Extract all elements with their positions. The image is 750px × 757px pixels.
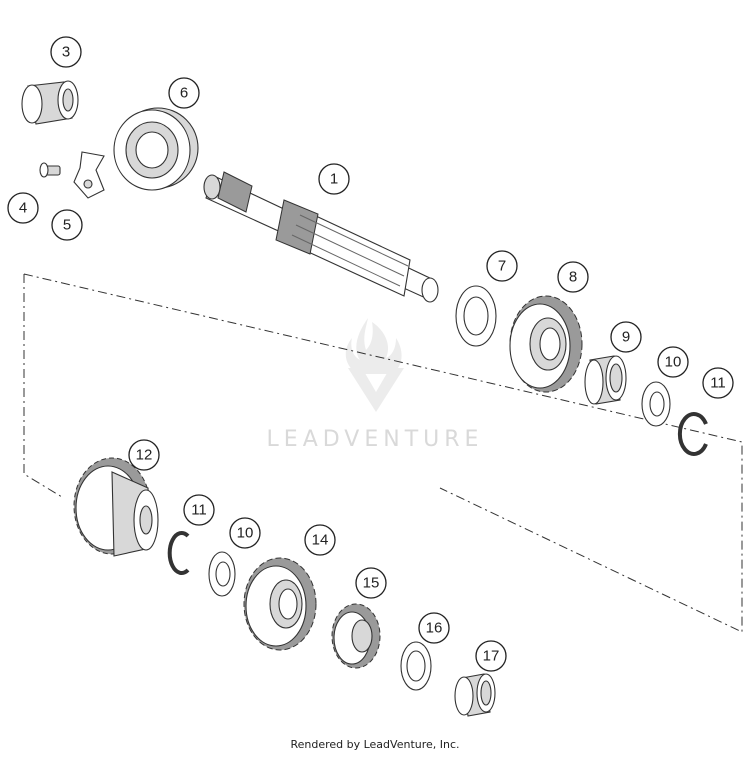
svg-text:6: 6 [180, 85, 188, 102]
svg-text:15: 15 [363, 575, 380, 592]
svg-text:16: 16 [426, 620, 443, 637]
callout-3[interactable]: 3 [50, 36, 82, 68]
leadventure-watermark: LEADVENTURE [267, 318, 484, 452]
needle-bearing[interactable] [584, 355, 627, 405]
main-shaft[interactable] [203, 171, 439, 303]
gear-wheel[interactable] [509, 295, 583, 393]
circlip-upper[interactable] [677, 412, 708, 456]
callout-11-upper[interactable]: 11 [702, 367, 734, 399]
svg-text:17: 17 [483, 648, 500, 665]
callout-1[interactable]: 1 [318, 163, 350, 195]
callout-9[interactable]: 9 [610, 321, 642, 353]
svg-text:3: 3 [62, 44, 70, 61]
callout-16[interactable]: 16 [418, 612, 450, 644]
callout-12[interactable]: 12 [128, 439, 160, 471]
gear-wheel-small[interactable] [331, 603, 381, 669]
svg-text:11: 11 [191, 502, 207, 519]
screw[interactable] [39, 162, 61, 178]
lock-washer-lower[interactable] [208, 551, 236, 597]
callout-17[interactable]: 17 [475, 640, 507, 672]
thrust-washer-lower[interactable] [400, 641, 432, 691]
svg-text:8: 8 [569, 269, 577, 286]
svg-text:12: 12 [136, 447, 153, 464]
watermark-text: LEADVENTURE [267, 427, 484, 452]
svg-text:11: 11 [710, 375, 726, 392]
circlip-lower[interactable] [167, 531, 190, 575]
needle-bearing-lower[interactable] [454, 673, 496, 717]
double-gear[interactable] [73, 457, 159, 557]
callout-4[interactable]: 4 [7, 192, 39, 224]
svg-text:10: 10 [665, 354, 682, 371]
callout-7[interactable]: 7 [486, 250, 518, 282]
callout-14[interactable]: 14 [304, 524, 336, 556]
bushing[interactable] [21, 80, 79, 125]
ball-bearing[interactable] [113, 107, 199, 191]
callout-8[interactable]: 8 [557, 261, 589, 293]
locking-plate[interactable] [73, 151, 105, 199]
svg-text:9: 9 [622, 329, 630, 346]
callout-5[interactable]: 5 [51, 209, 83, 241]
svg-text:10: 10 [237, 525, 254, 542]
callout-15[interactable]: 15 [355, 567, 387, 599]
svg-text:14: 14 [312, 532, 329, 549]
svg-text:5: 5 [63, 217, 71, 234]
callout-10-lower[interactable]: 10 [229, 517, 261, 549]
footer-credit: Rendered by LeadVenture, Inc. [290, 738, 460, 751]
svg-text:1: 1 [330, 171, 338, 188]
lock-washer-upper[interactable] [641, 381, 671, 427]
svg-text:4: 4 [19, 200, 27, 217]
gear-wheel-large[interactable] [243, 557, 317, 651]
svg-text:7: 7 [498, 258, 506, 275]
assembly-guide-line [23, 273, 743, 633]
callout-10-upper[interactable]: 10 [657, 346, 689, 378]
callout-6[interactable]: 6 [168, 77, 200, 109]
thrust-washer[interactable] [455, 285, 497, 347]
callout-11-lower[interactable]: 11 [183, 494, 215, 526]
